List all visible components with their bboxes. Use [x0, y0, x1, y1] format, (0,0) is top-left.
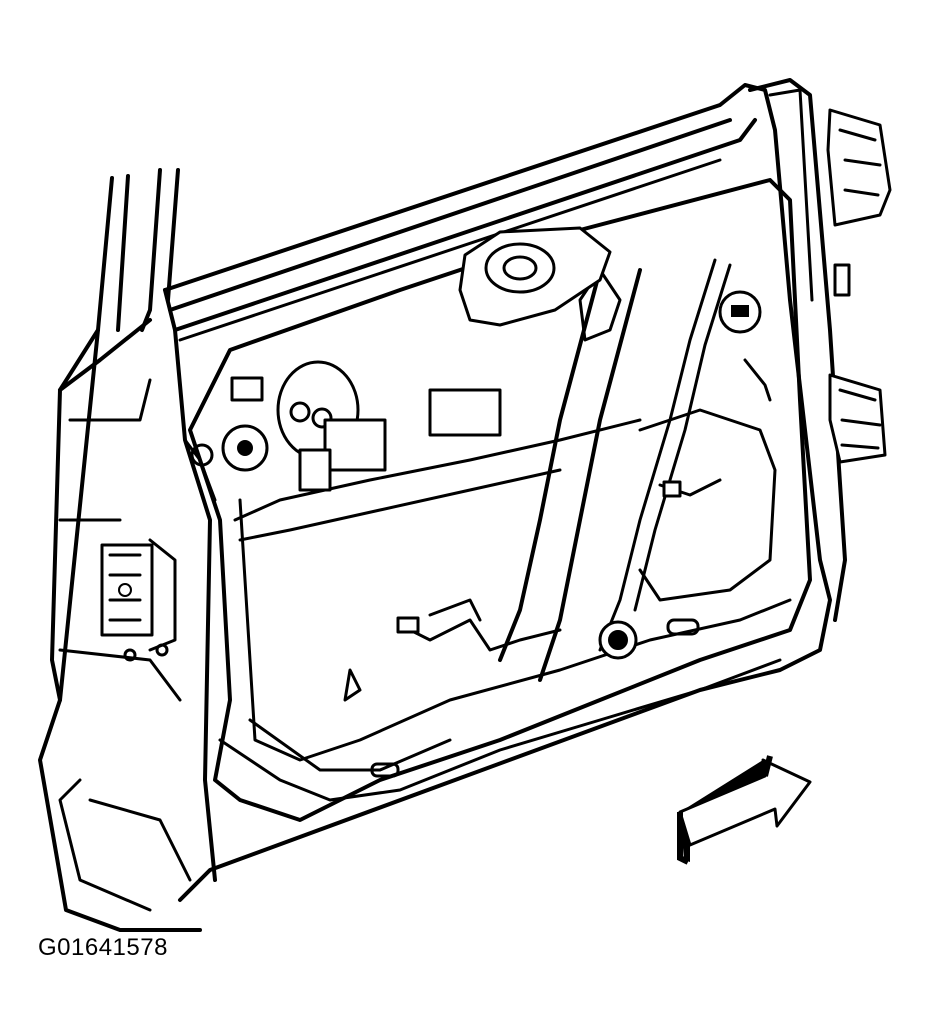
- wiring-harness: [343, 358, 772, 702]
- striker-blocks: [826, 108, 892, 464]
- figure-id-label: G01641578: [38, 934, 168, 961]
- inner-panel-frame: [188, 178, 812, 822]
- hinge-assembly: [100, 538, 177, 662]
- front-direction-arrow-icon: [677, 755, 812, 865]
- regulator-rail: [498, 258, 732, 682]
- lower-panel-contour: [218, 408, 782, 802]
- body-pillar: [38, 168, 202, 932]
- regulator-motor: [276, 360, 502, 492]
- speaker: [458, 226, 612, 327]
